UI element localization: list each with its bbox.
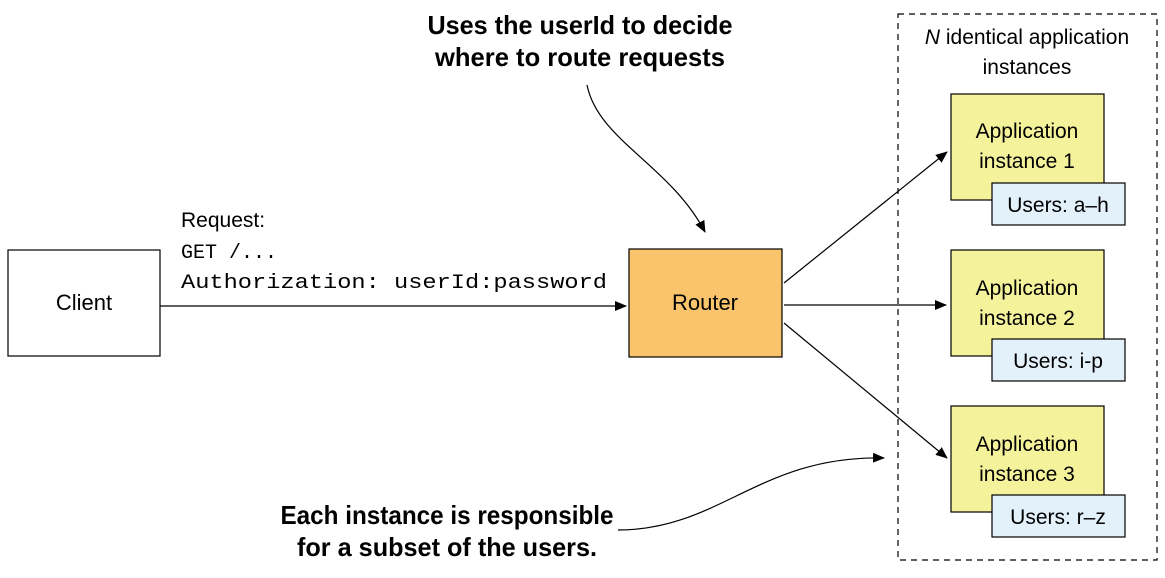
routing-annotation-curve (586, 84, 706, 233)
router-label: Router (672, 290, 738, 315)
instance-3-users: Users: r–z (1010, 506, 1106, 529)
routing-annotation-line2: where to route requests (434, 42, 725, 72)
instances-group-title-rest: identical application (940, 26, 1129, 49)
request-title: Request: (181, 209, 265, 232)
request-method: GET /... (181, 242, 277, 265)
instance-1-users: Users: a–h (1007, 194, 1109, 217)
client-label: Client (56, 290, 112, 315)
router-to-instance-3-arrow (783, 322, 948, 459)
instance-1-line1: Application (976, 120, 1079, 143)
instances-group-title-line2: instances (983, 56, 1072, 79)
client-box (7, 249, 161, 357)
instance-1-line2: instance 1 (979, 150, 1075, 173)
instance-2-box (950, 249, 1105, 357)
instance-2-line1: Application (976, 277, 1079, 300)
router-box (628, 248, 783, 358)
responsibility-annotation-line1: Each instance is responsible (281, 500, 614, 530)
routing-annotation-line1: Uses the userId to decide (428, 10, 733, 40)
instance-2-line2: instance 2 (979, 307, 1075, 330)
responsibility-annotation-line2: for a subset of the users. (297, 532, 597, 562)
instance-1-users-box (991, 182, 1126, 226)
instance-3-line1: Application (976, 433, 1079, 456)
instance-2-users-box (991, 338, 1126, 382)
instances-group-title-italic: N (925, 26, 941, 49)
instances-group-border (897, 13, 1158, 561)
instance-1-box (950, 93, 1105, 201)
instances-group-title: N identical application (925, 26, 1129, 49)
instance-3-line2: instance 3 (979, 463, 1075, 486)
responsibility-annotation-curve (617, 452, 885, 531)
request-authorization: Authorization: userId:password (181, 272, 607, 295)
instance-2-users: Users: i-p (1013, 350, 1103, 373)
router-to-instance-1-arrow (783, 151, 948, 284)
instance-3-box (950, 405, 1105, 513)
instance-3-users-box (991, 494, 1126, 538)
